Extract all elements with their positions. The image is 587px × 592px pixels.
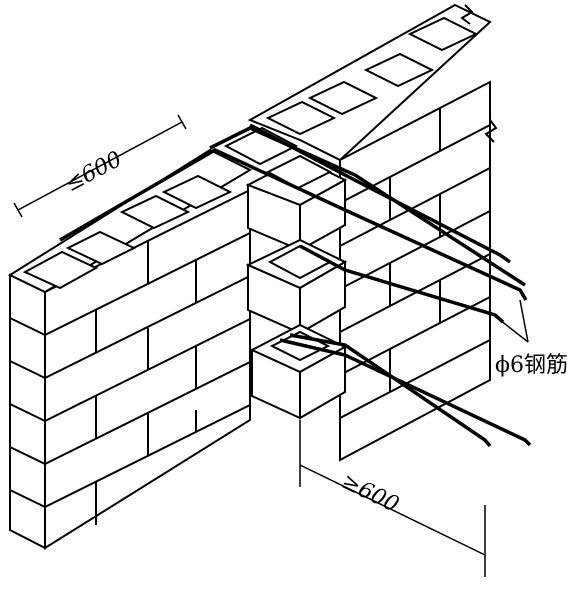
rebar-junction (249, 123, 512, 264)
cell (223, 126, 299, 166)
rebar-top-long (59, 148, 528, 301)
cell (363, 52, 435, 88)
rebar-note-label: ϕ6钢筋 (495, 353, 568, 378)
cell (65, 230, 137, 266)
cell (161, 174, 233, 210)
rebars (59, 123, 532, 448)
pilaster-top-block-right (299, 178, 346, 252)
back-wall-courses (339, 4, 498, 419)
top-dimension-label: ≤600 (61, 147, 126, 197)
bottom-dimension-label: ≥600 (337, 469, 402, 518)
pilaster-blocks (245, 154, 348, 420)
cell (22, 250, 99, 290)
cell (407, 16, 479, 52)
bottom-dimension (299, 420, 486, 577)
pilaster-mid-block-right (299, 260, 346, 335)
pilaster-bottom-block-right (299, 345, 346, 420)
main-wall-courses (44, 232, 251, 525)
rebar-leaders (499, 299, 529, 343)
rebar-mid (299, 244, 505, 324)
block-cells (22, 16, 479, 290)
rebar-bottom-2 (289, 333, 492, 448)
cell (265, 100, 337, 136)
top-dimension (13, 114, 187, 218)
main-wall-courses-left (9, 317, 46, 508)
cell (119, 194, 191, 230)
rebar-bottom (279, 338, 532, 447)
cell (307, 80, 379, 116)
